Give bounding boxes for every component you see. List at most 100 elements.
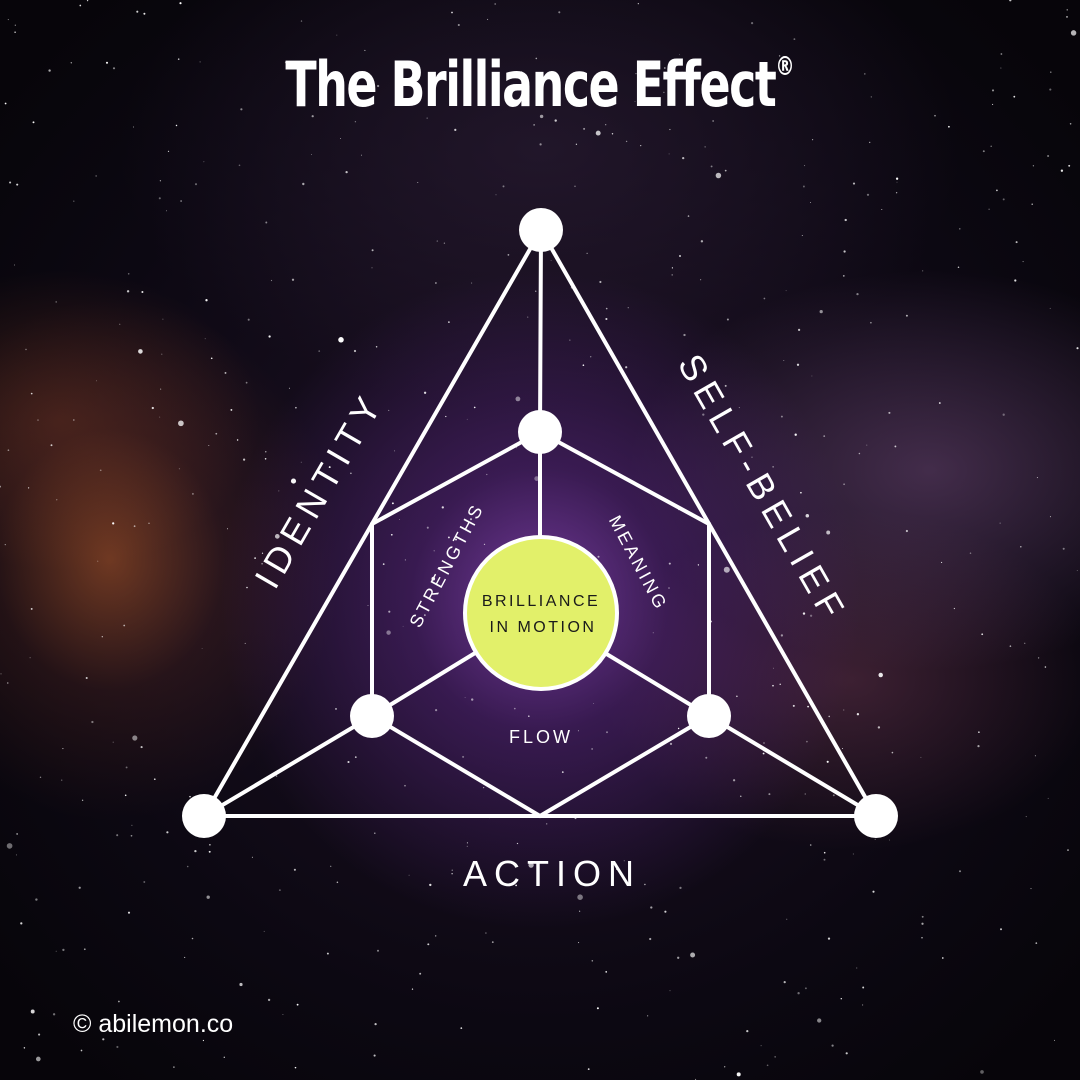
star (888, 411, 891, 414)
star (582, 364, 585, 367)
star (736, 1072, 741, 1077)
star (840, 997, 843, 1000)
star (806, 740, 808, 743)
node-top-inner (518, 410, 562, 454)
star (941, 561, 943, 563)
star (969, 552, 972, 554)
star (451, 873, 453, 875)
star (330, 865, 332, 867)
star (206, 895, 210, 899)
star (435, 935, 437, 937)
star (240, 108, 243, 111)
star (274, 534, 280, 539)
star (483, 543, 486, 546)
star (845, 1052, 848, 1055)
star (1032, 165, 1035, 167)
star (14, 31, 16, 33)
star (804, 987, 807, 990)
star (832, 794, 835, 797)
star (270, 279, 273, 282)
hexagon-edge (538, 714, 711, 818)
star (823, 435, 826, 437)
star (866, 193, 870, 196)
star (800, 491, 802, 494)
star (1049, 307, 1051, 309)
star (772, 684, 774, 687)
star (251, 856, 253, 858)
star (724, 169, 727, 172)
star (593, 703, 595, 704)
star (78, 886, 81, 889)
star (265, 451, 267, 453)
star (1013, 95, 1016, 98)
star (0, 485, 1, 488)
star (376, 84, 380, 88)
star (302, 182, 305, 186)
star (577, 730, 579, 732)
star (482, 786, 485, 789)
star (823, 858, 826, 861)
star (844, 218, 847, 222)
star (637, 3, 639, 5)
star (473, 406, 476, 409)
star (1067, 849, 1069, 851)
star (494, 3, 497, 5)
star (462, 755, 465, 758)
star (101, 636, 103, 638)
star (981, 633, 984, 636)
star (423, 391, 427, 394)
star (938, 402, 941, 404)
star (136, 10, 139, 13)
star (852, 853, 854, 855)
star (455, 538, 457, 541)
star (862, 1004, 864, 1006)
spoke-left (202, 714, 374, 818)
star (435, 709, 438, 712)
star (843, 250, 846, 253)
star (831, 1044, 834, 1047)
star (85, 676, 88, 680)
star (613, 91, 615, 93)
star (1000, 67, 1002, 69)
star (464, 697, 466, 698)
star (682, 156, 685, 160)
star (267, 998, 271, 1002)
star (79, 4, 82, 7)
star (826, 760, 829, 763)
star (843, 709, 845, 711)
star (597, 555, 600, 558)
star (130, 834, 133, 837)
star (30, 392, 33, 395)
star (700, 279, 702, 281)
star (288, 387, 290, 389)
star (195, 1023, 198, 1026)
star (768, 793, 771, 796)
star (290, 478, 297, 484)
star (569, 339, 571, 341)
star (726, 318, 729, 321)
hexagon-edge (370, 430, 542, 526)
star (318, 350, 321, 352)
node-left-outer (182, 794, 226, 838)
star (350, 472, 352, 475)
star (127, 273, 130, 275)
star (841, 747, 844, 750)
star (786, 918, 788, 920)
star (1034, 755, 1036, 757)
star (371, 267, 373, 269)
star (391, 502, 394, 505)
star (205, 299, 208, 302)
star (223, 1056, 225, 1058)
star (535, 57, 538, 60)
star (590, 356, 592, 358)
star (710, 165, 713, 168)
star (244, 642, 246, 644)
star (336, 34, 338, 36)
star (102, 1038, 105, 1041)
star (38, 1033, 41, 1036)
star (375, 346, 378, 348)
star (340, 138, 342, 139)
star (766, 1064, 769, 1067)
star (544, 861, 547, 864)
